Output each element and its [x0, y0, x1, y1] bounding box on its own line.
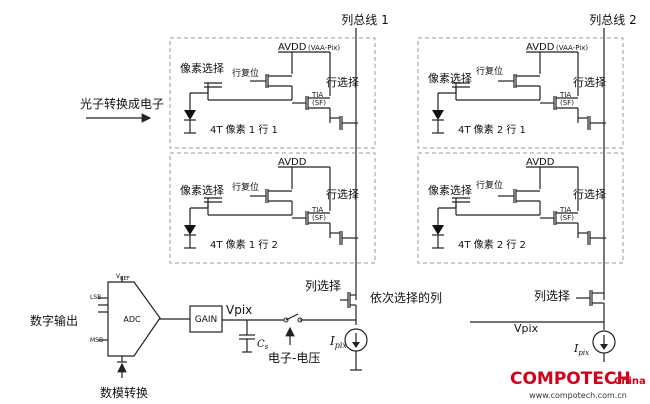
sf-label: (SF) [312, 214, 326, 222]
ipix-label-2: Ipix [573, 342, 589, 357]
avdd-label: AVDD [278, 42, 307, 53]
e-v-label: 电子-电压 [268, 351, 320, 365]
vaa-label: (VAA-Pix) [308, 44, 340, 52]
adc-label: ADC [123, 315, 141, 324]
seq-select-label: 依次选择的列 [370, 290, 442, 305]
pixel-name: 4T 像素 2 行 1 [458, 123, 526, 136]
row-select-label: 行选择 [573, 75, 606, 89]
vpix-label-1: Vpix [226, 303, 252, 317]
row-select-label: 行选择 [573, 187, 606, 201]
reset-label: 行复位 [232, 181, 259, 193]
reset-label: 行复位 [476, 179, 503, 191]
digital-out-label: 数字输出 [30, 313, 78, 328]
pixel-labels-1-2: AVDD 像素选择 行复位 行选择 TIA (SF) 4T 像素 1 行 2 [180, 157, 359, 251]
msb-label: MSB [90, 337, 103, 344]
logo-url: www.compotech.com.cn [529, 391, 627, 400]
pixel-select-label: 像素选择 [428, 71, 472, 85]
reset-label: 行复位 [476, 65, 503, 77]
tia-label: TIA [311, 91, 323, 99]
vref-label: VREF [116, 273, 130, 282]
cs-label: Cs [257, 339, 269, 351]
avdd-label: AVDD [526, 42, 555, 53]
col-select-1-label: 列选择 [305, 279, 341, 293]
sf-label: (SF) [560, 214, 574, 222]
lsb-label: LSB [90, 294, 101, 301]
pixel-select-label: 像素选择 [180, 183, 224, 197]
pixel-labels-2-2: AVDD 像素选择 行复位 行选择 TIA (SF) 4T 像素 2 行 2 [428, 157, 606, 251]
logo-main: COMPOTECH [510, 369, 631, 389]
row-select-label: 行选择 [326, 187, 359, 201]
vpix-label-2: Vpix [514, 322, 539, 335]
pixel-name: 4T 像素 2 行 2 [458, 238, 526, 251]
dac-label: 数模转换 [100, 385, 148, 400]
col-select-2-label: 列选择 [534, 289, 570, 303]
tia-label: TIA [311, 206, 323, 214]
tia-label: TIA [559, 91, 571, 99]
avdd-label: AVDD [278, 157, 307, 168]
pixel-labels-2-1: AVDD (VAA-Pix) 像素选择 行复位 行选择 TIA (SF) 4T … [428, 42, 606, 136]
gain-block [189, 305, 223, 333]
bus2-label: 列总线 2 [589, 13, 636, 27]
tia-label: TIA [559, 206, 571, 214]
vaa-label: (VAA-Pix) [556, 44, 588, 52]
adc-block [107, 281, 161, 357]
pixel-name: 4T 像素 1 行 2 [210, 238, 278, 251]
reset-label: 行复位 [232, 67, 259, 79]
pixel-select-label: 像素选择 [428, 183, 472, 197]
pixel-name: 4T 像素 1 行 1 [210, 123, 278, 136]
pixel-select-label: 像素选择 [180, 61, 224, 75]
photon-label: 光子转换成电子 [80, 96, 164, 111]
sf-label: (SF) [312, 99, 326, 107]
pixel-labels-1-1: AVDD (VAA-Pix) 像素选择 行复位 行选择 TIA (SF) 4T … [180, 42, 359, 136]
bus1-label: 列总线 1 [341, 13, 388, 27]
ipix-label-1: Ipix [329, 334, 347, 350]
gain-label: GAIN [195, 315, 218, 325]
logo-sub: China [614, 376, 646, 387]
avdd-label: AVDD [526, 157, 555, 168]
row-select-label: 行选择 [326, 75, 359, 89]
sf-label: (SF) [560, 99, 574, 107]
